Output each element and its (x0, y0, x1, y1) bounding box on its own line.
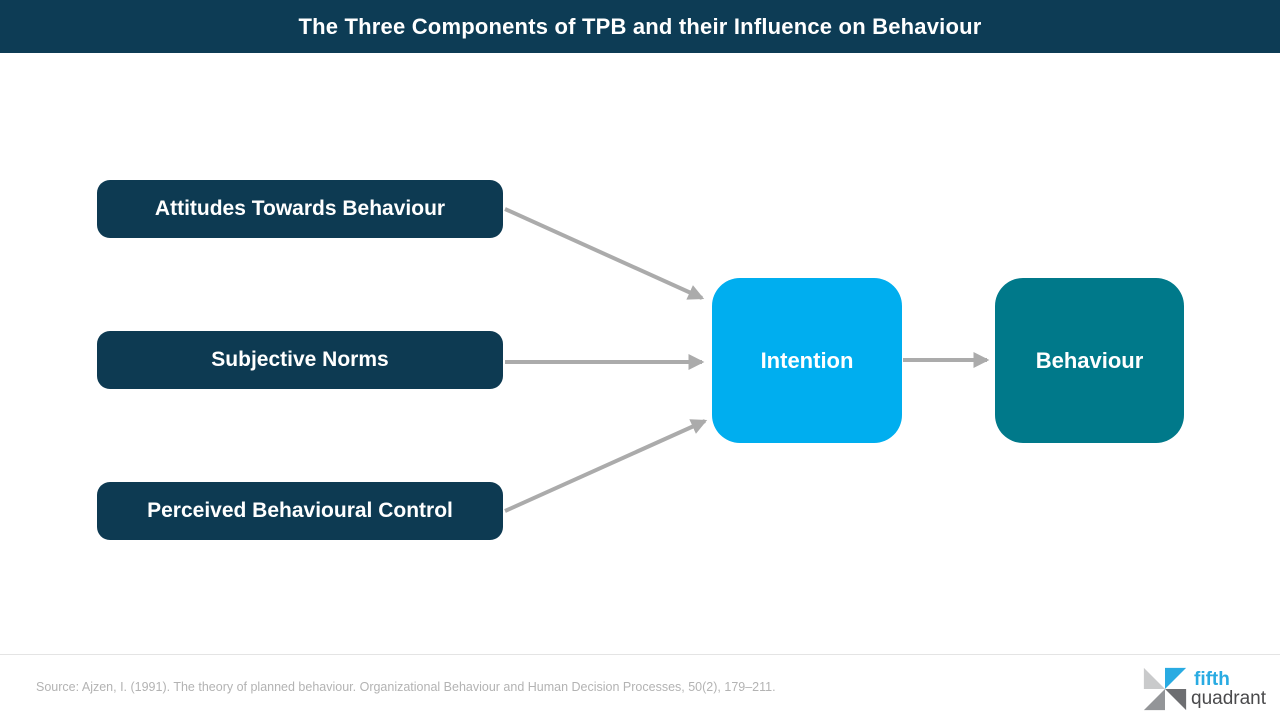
node-intention: Intention (712, 278, 902, 443)
node-behaviour: Behaviour (995, 278, 1184, 443)
node-label: Attitudes Towards Behaviour (154, 197, 446, 220)
arrow-perceived-to-intention (504, 419, 708, 513)
logo-word-fifth: fifth (1194, 668, 1230, 690)
node-label: Subjective Norms (211, 348, 389, 371)
logo-word-quadrant: quadrant (1191, 688, 1267, 709)
fifth-quadrant-logo: fifth quadrant (1139, 660, 1266, 718)
node-perceived-behavioural-control: Perceived Behavioural Control (97, 482, 503, 540)
source-citation: Source: Ajzen, I. (1991). The theory of … (36, 680, 776, 694)
node-label: Behaviour (1035, 347, 1144, 373)
title-bar: The Three Components of TPB and their In… (0, 0, 1280, 53)
page-title: The Three Components of TPB and their In… (298, 13, 982, 39)
node-label: Perceived Behavioural Control (147, 499, 453, 522)
arrow-attitudes-to-intention (504, 207, 705, 300)
pinwheel-logo-icon (1143, 667, 1187, 711)
node-label: Intention (760, 347, 854, 373)
logo-wordmark: fifth quadrant (1191, 668, 1267, 709)
node-attitudes-towards-behaviour: Attitudes Towards Behaviour (97, 180, 503, 238)
footer-divider (0, 654, 1280, 655)
node-subjective-norms: Subjective Norms (97, 331, 503, 389)
